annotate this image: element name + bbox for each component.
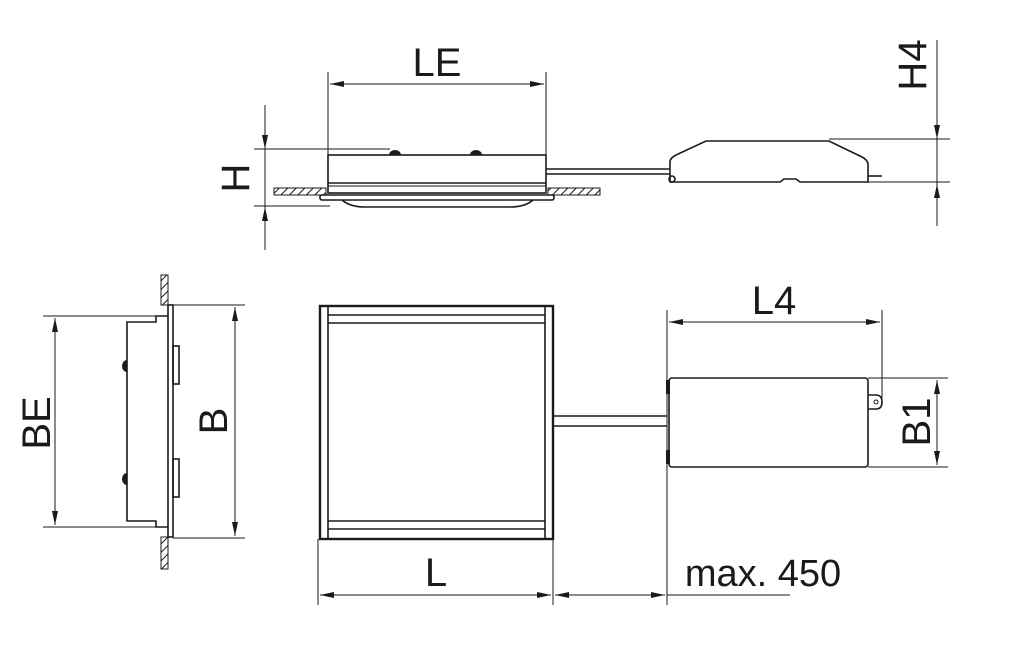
top-view: L4 B1 L max. 450 xyxy=(317,279,948,605)
ceiling-section-right xyxy=(547,187,601,196)
mount-hole xyxy=(873,399,879,405)
driver-clip xyxy=(666,380,670,394)
driver-profile xyxy=(669,140,869,183)
b-label: B xyxy=(192,408,236,435)
clip xyxy=(172,458,180,498)
b1-label: B1 xyxy=(895,398,939,447)
ceiling-section-top xyxy=(160,274,169,306)
l-label: L xyxy=(425,551,447,595)
h-label: H xyxy=(214,164,258,193)
clip xyxy=(172,345,180,385)
trim-flange xyxy=(167,304,174,538)
driver-tab xyxy=(868,394,883,410)
screw-icon xyxy=(122,473,127,485)
screw-icon xyxy=(389,150,401,155)
l4-label: L4 xyxy=(752,279,797,323)
diffuser xyxy=(341,199,534,208)
be-label: BE xyxy=(15,396,59,449)
side-view: LE H H4 xyxy=(214,39,950,250)
h4-label: H4 xyxy=(891,39,935,90)
trim-flange xyxy=(319,194,555,201)
driver-box xyxy=(668,377,869,468)
ceiling-section-bottom xyxy=(160,536,169,570)
ceiling-section-left xyxy=(273,187,327,196)
luminaire-body xyxy=(327,154,547,194)
cable-length-label: max. 450 xyxy=(685,553,841,595)
le-label: LE xyxy=(413,41,462,85)
driver-clip xyxy=(666,450,670,464)
luminaire-body xyxy=(126,315,168,528)
cable-gland xyxy=(668,175,676,183)
screw-icon xyxy=(470,150,482,155)
end-view: BE B xyxy=(15,274,245,570)
screw-icon xyxy=(122,360,127,372)
luminaire-outline xyxy=(318,304,555,541)
